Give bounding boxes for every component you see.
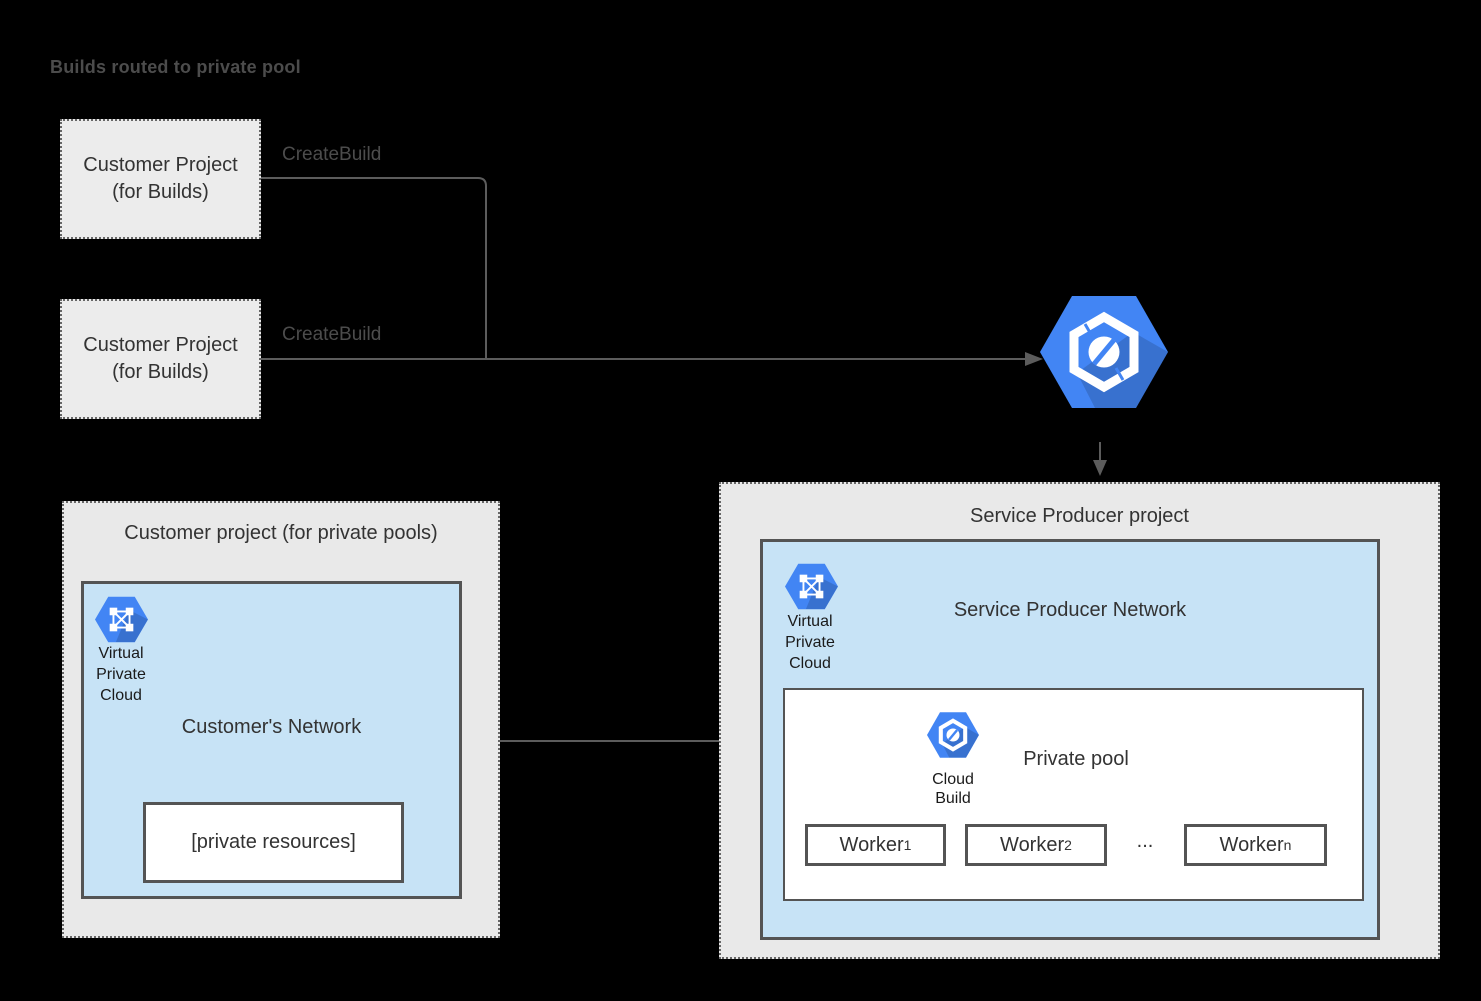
vpc-icon-label: Virtual Private Cloud (96, 645, 146, 704)
customer-build-project-1-box: Customer Project (for Builds) (60, 119, 261, 239)
cloud-build-icon (1040, 296, 1168, 408)
customer-network-title: Customer's Network (181, 716, 362, 738)
worker-ellipsis: ... (1136, 830, 1154, 852)
private-resources-box: [private resources] (143, 802, 404, 883)
cloud-build-icon-label: Cloud Build (932, 771, 974, 807)
cloud-build-icon (927, 712, 979, 758)
customer-network-box: Virtual Private Cloud Customer's Network… (81, 581, 462, 899)
customer-pool-project-title: Customer project (for private pools) (124, 522, 438, 544)
customer-build-project-1-label-line1: Customer Project (83, 154, 238, 176)
diagram-title: Builds routed to private pool (50, 57, 301, 77)
service-producer-network-title: Service Producer Network (953, 599, 1187, 621)
vpc-icon (95, 596, 148, 643)
private-resources-label: [private resources] (191, 831, 356, 853)
network-peering-arrow (462, 734, 758, 748)
private-pool-title: Private pool (1023, 748, 1129, 770)
customer-build-project-2-label-line2: (for Builds) (112, 361, 209, 383)
createbuild-label-2: CreateBuild (282, 324, 382, 345)
service-producer-network-box: Virtual Private Cloud Service Producer N… (760, 539, 1380, 940)
customer-build-project-2-label-line1: Customer Project (83, 334, 238, 356)
createbuild-to-cloudbuild-arrow (261, 352, 1043, 366)
vpc-icon (785, 563, 838, 610)
service-producer-project-title: Service Producer project (970, 505, 1189, 527)
createbuild-label-1: CreateBuild (282, 144, 382, 165)
cloudbuild-to-producer-arrow (1093, 442, 1107, 476)
vpc-icon-label: Virtual Private Cloud (785, 613, 835, 672)
customer-build-project-1-label-line2: (for Builds) (112, 181, 209, 203)
customer-build-project-2-box: Customer Project (for Builds) (60, 299, 261, 419)
